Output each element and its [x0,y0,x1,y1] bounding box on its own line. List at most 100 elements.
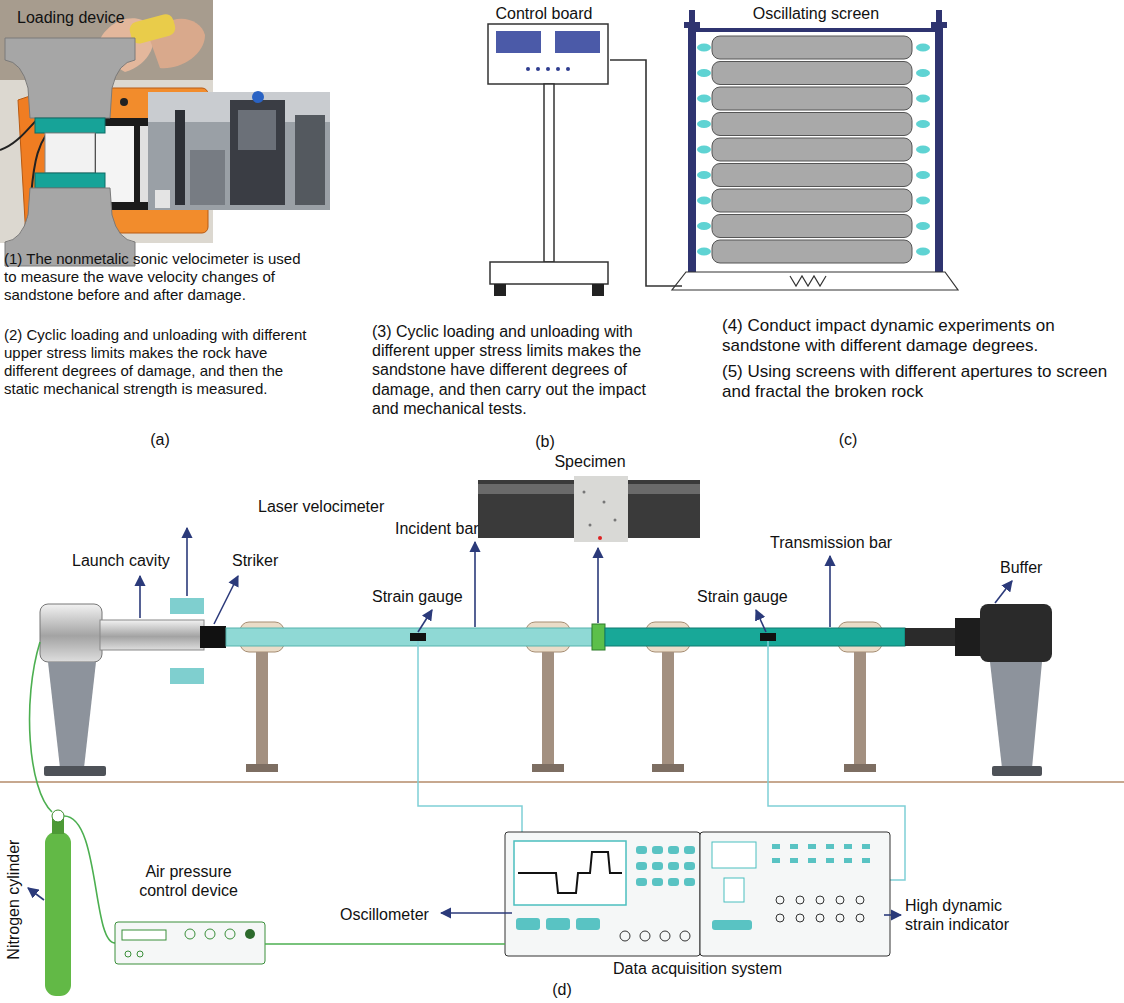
leader-arrow [418,610,432,632]
part-label: High dynamic strain indicator [905,896,1035,934]
specimen-photo [598,536,602,540]
loading-schematic [5,188,135,266]
oscillating-screen-drawing [712,164,912,187]
strain-indicator-drawing [796,896,804,904]
oscillating-screen-drawing [684,22,700,28]
laser-velocimeter [170,598,204,614]
strain-indicator-drawing [862,858,870,863]
oscilloscope-drawing [620,931,630,941]
specimen-photo [478,480,574,538]
specimen-photo [589,524,592,527]
leader-arrow [28,528,1012,915]
bar-supports [246,764,278,772]
striker-bar [200,626,226,648]
leader-arrow [186,528,188,596]
launch-cavity-device [40,604,204,776]
part-label: Incident bar [395,519,479,538]
strain-indicator-drawing [844,858,852,863]
oscillating-screen-drawing [916,171,930,179]
oscilloscope-drawing [640,931,650,941]
panel-letter: (c) [839,430,858,449]
oscillating-screen-drawing [712,87,912,110]
strain-indicator-drawing [724,878,744,902]
specimen-photo [614,519,617,522]
bar-supports [542,652,554,766]
loading-machine-photo [190,150,225,205]
specimen-photo [628,484,700,494]
oscilloscope-drawing [576,918,600,930]
specimen [592,624,605,650]
strain-indicator-drawing [826,858,834,863]
strain-gauge-symbol [410,633,426,641]
control-board-drawing [592,284,604,296]
laser-velocimeter [170,598,204,684]
oscillating-screen-drawing [697,95,711,103]
oscillating-screen-drawing [916,197,930,205]
oscilloscope-drawing [680,931,690,941]
strain-indicator-drawing [772,844,780,849]
loading-machine-photo [252,91,264,103]
oscilloscope-drawing [636,878,647,886]
leader-arrow [597,548,599,623]
loading-schematic [5,38,135,266]
oscillating-screen-drawing [712,138,912,161]
gas-pipe [64,816,115,943]
control-board-drawing [546,67,550,71]
oscillating-screen-drawing [712,36,912,59]
air-pressure-device-drawing [137,951,143,957]
oscillating-screen-drawing [697,222,711,230]
oscillating-screen-drawing [697,44,711,52]
oscilloscope-drawing [546,918,570,930]
panel-letter: (d) [552,980,572,999]
oscillating-screen-drawing [790,276,826,286]
nitrogen-cylinder [45,832,71,996]
oscillating-screen-drawing [916,120,930,128]
oscillating-screen-drawing [697,120,711,128]
part-label: Oscillometer [340,905,429,924]
control-board-drawing [526,67,530,71]
node-heading: Air pressure control device [129,862,249,900]
cable-connector [265,943,505,945]
oscilloscope-drawing [636,846,647,854]
bar-supports [652,764,684,772]
specimen-photo [603,501,606,504]
oscillating-screen-drawing [931,22,947,28]
control-board-drawing [494,284,506,296]
oscilloscope-drawing [684,846,695,854]
oscillating-screen-drawing [697,248,711,256]
oscillating-screen-drawing [697,69,711,77]
control-board-drawing [556,67,560,71]
bar-supports [844,764,876,772]
oscilloscope-drawing [652,846,663,854]
leader-arrow [139,576,141,618]
oscilloscope-drawing [668,846,679,854]
leader-arrow [756,610,766,632]
leader-arrow [884,914,901,916]
oscillating-screen-drawing [916,95,930,103]
bar-supports [256,652,268,766]
oscillating-screen-drawing [712,240,912,263]
control-board-drawing [536,67,540,71]
air-pressure-device-drawing [122,930,166,940]
step-description: (2) Cyclic loading and unloading with di… [4,326,312,398]
part-label: Strain gauge [372,587,463,606]
strain-gauge-symbol [410,633,776,641]
strain-indicator-drawing [836,896,844,904]
loading-schematic [35,118,105,133]
step-description: (5) Using screens with different apertur… [722,362,1120,403]
signal-wire [418,641,522,832]
oscillating-screen-drawing [672,272,958,290]
data-acquisition-node: Data acquisition system [505,830,890,978]
step-description: (1) The nonmetalic sonic velocimeter is … [4,250,312,304]
laser-velocimeter [170,668,204,684]
panel-letter: (a) [150,430,170,449]
loading-machine-photo [295,115,325,205]
part-label: Strain gauge [697,587,788,606]
oscillating-screen-drawing [916,146,930,154]
specimen-photo [478,476,700,542]
loading-machine-photo [155,190,170,208]
oscillating-screen-drawing [916,222,930,230]
strain-indicator-drawing [836,914,844,922]
